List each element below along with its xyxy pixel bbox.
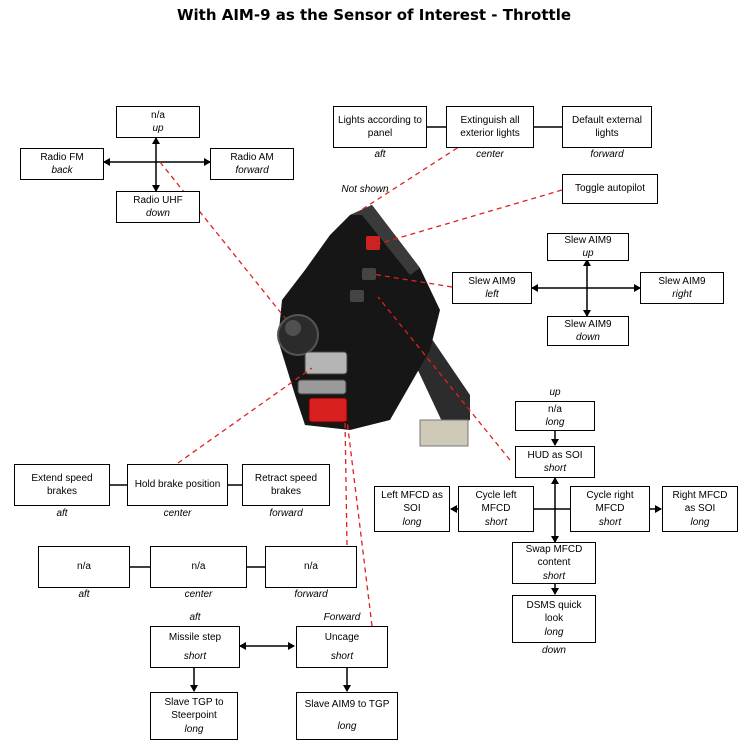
slew-right-sub: right — [672, 289, 692, 300]
speedbrake-center-label: Hold brake position — [134, 479, 221, 491]
coolie-left-short-box: Cycle left MFCD short — [458, 486, 534, 532]
boat-center-box: n/a — [150, 546, 247, 588]
dms-forward-label: Radio AM — [230, 151, 274, 163]
china-forward-direction: Forward — [323, 612, 361, 623]
throttle-illustration — [277, 205, 470, 447]
speedbrake-aft-pos: aft — [56, 508, 68, 519]
boat-aft-box: n/a — [38, 546, 130, 588]
lights-aft-box: Lights according to panel — [333, 106, 427, 148]
china-slave-aim9-label: Slave AIM9 to TGP — [304, 699, 390, 711]
dms-up-box: n/a up — [116, 106, 200, 138]
coolie-hud-label: HUD as SOI — [527, 449, 583, 461]
coolie-hud-box: HUD as SOI short — [515, 446, 595, 478]
slew-down-sub: down — [576, 332, 600, 343]
china-uncage-label: Uncage — [324, 631, 360, 643]
slew-down-label: Slew AIM9 — [564, 318, 612, 330]
lights-forward-label: Default external lights — [571, 114, 643, 140]
coolie-swap-box: Swap MFCD content short — [512, 542, 596, 584]
slew-left-label: Slew AIM9 — [468, 275, 516, 287]
china-slave-aim9-box: Slave AIM9 to TGP long — [296, 692, 398, 740]
boat-forward-label: n/a — [304, 561, 318, 573]
dms-up-label: n/a — [151, 109, 165, 121]
speedbrake-center-pos: center — [163, 508, 192, 519]
china-uncage-sub: short — [330, 650, 354, 662]
coolie-right-short-box: Cycle right MFCD short — [570, 486, 650, 532]
china-missile-box: Missile step short — [150, 626, 240, 668]
china-aft-direction: aft — [189, 612, 201, 623]
speedbrake-forward-box: Retract speed brakes — [242, 464, 330, 506]
slew-down-box: Slew AIM9 down — [547, 316, 629, 346]
slew-up-label: Slew AIM9 — [564, 234, 612, 246]
coolie-left-long-sub: long — [402, 516, 422, 528]
coolie-right-short-label: Cycle right MFCD — [586, 489, 634, 515]
slew-up-box: Slew AIM9 up — [547, 233, 629, 261]
coolie-right-long-label: Right MFCD as SOI — [672, 489, 728, 515]
boat-forward-box: n/a — [265, 546, 357, 588]
speedbrake-center-box: Hold brake position — [127, 464, 228, 506]
slew-up-sub: up — [582, 248, 594, 259]
boat-center-pos: center — [184, 589, 213, 600]
china-slave-tgp-sub: long — [184, 723, 204, 735]
boat-aft-pos: aft — [78, 589, 90, 600]
coolie-dsms-sub: long — [544, 626, 564, 638]
coolie-up-sub: long — [545, 417, 565, 428]
slew-right-label: Slew AIM9 — [658, 275, 706, 287]
china-slave-tgp-box: Slave TGP to Steerpoint long — [150, 692, 238, 740]
lights-forward-box: Default external lights — [562, 106, 652, 148]
speedbrake-aft-box: Extend speed brakes — [14, 464, 110, 506]
lights-forward-pos: forward — [590, 149, 624, 160]
autopilot-box: Toggle autopilot — [562, 174, 658, 204]
dms-up-sub: up — [152, 123, 164, 134]
china-missile-sub: short — [183, 650, 207, 662]
autopilot-label: Toggle autopilot — [574, 183, 646, 195]
lights-aft-label: Lights according to panel — [338, 114, 422, 140]
dms-down-label: Radio UHF — [133, 194, 183, 206]
coolie-left-short-sub: short — [484, 516, 508, 528]
coolie-dsms-box: DSMS quick look long — [512, 595, 596, 643]
boat-center-label: n/a — [191, 561, 206, 573]
dms-back-box: Radio FM back — [20, 148, 104, 180]
dms-back-label: Radio FM — [40, 151, 84, 163]
speedbrake-forward-pos: forward — [269, 508, 303, 519]
coolie-swap-label: Swap MFCD content — [525, 543, 583, 569]
coolie-down-direction: down — [542, 645, 566, 656]
coolie-up-label: n/a — [548, 403, 562, 415]
slew-left-sub: left — [485, 289, 499, 300]
lights-aft-pos: aft — [374, 149, 386, 160]
china-missile-label: Missile step — [168, 631, 222, 643]
lights-not-shown-note: Not shown — [341, 184, 389, 195]
coolie-right-short-sub: short — [598, 516, 622, 528]
coolie-swap-sub: short — [542, 570, 566, 582]
dms-forward-sub: forward — [235, 165, 269, 176]
speedbrake-forward-label: Retract speed brakes — [254, 472, 318, 498]
coolie-up-box: n/a long — [515, 401, 595, 431]
lights-center-label: Extinguish all exterior lights — [460, 114, 520, 140]
coolie-left-short-label: Cycle left MFCD — [475, 489, 517, 515]
coolie-right-long-box: Right MFCD as SOI long — [662, 486, 738, 532]
coolie-hud-sub: short — [543, 463, 567, 474]
slew-left-box: Slew AIM9 left — [452, 272, 532, 304]
coolie-up-direction: up — [549, 387, 561, 398]
coolie-dsms-label: DSMS quick look — [526, 599, 582, 625]
boat-aft-label: n/a — [77, 561, 91, 573]
china-uncage-box: Uncage short — [296, 626, 388, 668]
speedbrake-aft-label: Extend speed brakes — [31, 472, 93, 498]
china-slave-aim9-sub: long — [337, 721, 357, 733]
slew-right-box: Slew AIM9 right — [640, 272, 724, 304]
coolie-left-long-box: Left MFCD as SOI long — [374, 486, 450, 532]
dms-forward-box: Radio AM forward — [210, 148, 294, 180]
china-slave-tgp-label: Slave TGP to Steerpoint — [164, 696, 224, 722]
lights-center-pos: center — [476, 149, 504, 160]
coolie-right-long-sub: long — [690, 516, 710, 528]
diagram-title: With AIM-9 as the Sensor of Interest - T… — [176, 6, 572, 24]
dms-down-box: Radio UHF down — [116, 191, 200, 223]
dms-back-sub: back — [51, 165, 73, 176]
coolie-left-long-label: Left MFCD as SOI — [381, 489, 443, 515]
boat-forward-pos: forward — [294, 589, 328, 600]
dms-down-sub: down — [146, 208, 170, 219]
lights-center-box: Extinguish all exterior lights — [446, 106, 534, 148]
